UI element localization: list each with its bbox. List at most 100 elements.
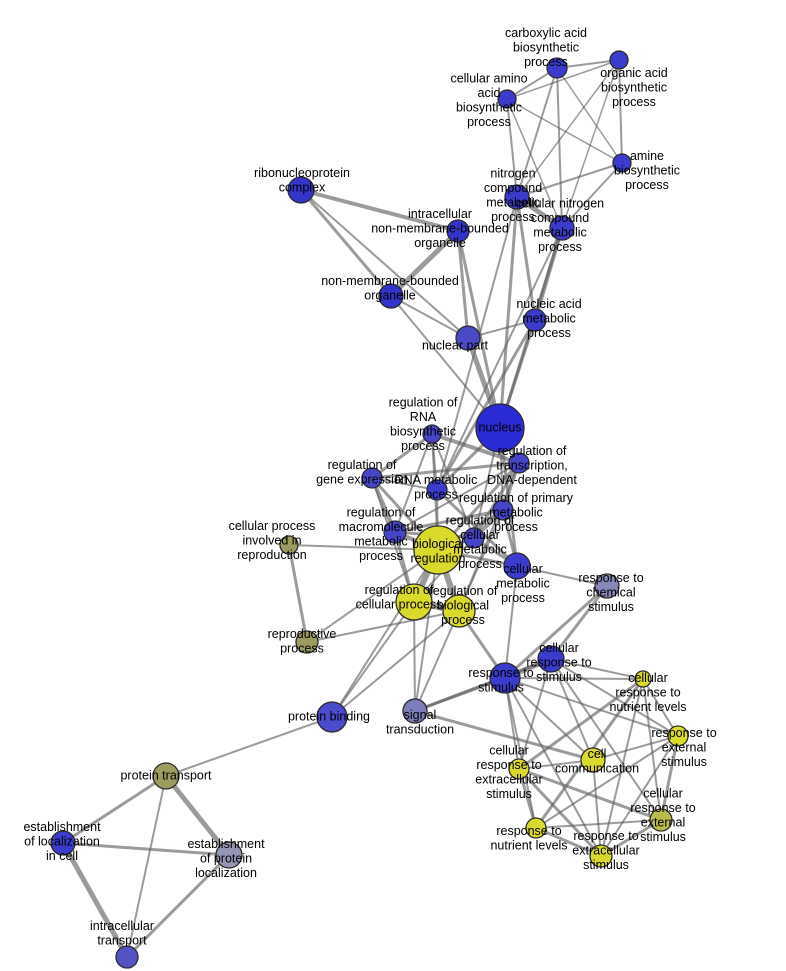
- edge-regulation-of-transcription-dna-dependent--regulation-of-gene-expression: [370, 461, 521, 480]
- node-regulation-of-macromolecule-metabolic-process[interactable]: [383, 520, 407, 544]
- edge-establishment-of-protein-localization--intracellular-transport: [125, 853, 231, 959]
- edge-protein-transport--intracellular-transport: [126, 775, 167, 958]
- node-response-to-external-stimulus[interactable]: [667, 725, 689, 747]
- edge-regulation-of-transcription-dna-dependent--regulation-of-macromolecule-metabolic-process: [394, 462, 520, 533]
- edge-protein-binding--biological-regulation: [331, 549, 439, 718]
- edge-carboxylic-acid-biosynthetic-process--amine-biosynthetic-process: [556, 67, 623, 164]
- node-establishment-of-protein-localization[interactable]: [215, 841, 243, 869]
- edge-regulation-of-rna-biosynthetic-process--regulation-of-gene-expression: [370, 432, 434, 480]
- node-biological-regulation[interactable]: [413, 525, 463, 575]
- edge-protein-transport--establishment-of-localization-in-cell: [61, 774, 168, 845]
- node-protein-transport[interactable]: [152, 762, 180, 790]
- edge-establishment-of-localization-in-cell--establishment-of-protein-localization: [61, 841, 231, 857]
- node-intracellular-transport[interactable]: [115, 945, 139, 969]
- edge-nitrogen-compound-metabolic-process--nucleus: [498, 195, 519, 430]
- edge-regulation-of-rna-biosynthetic-process--regulation-of-macromolecule-metabolic-process: [394, 433, 433, 533]
- node-regulation-of-transcription-dna-dependent[interactable]: [508, 452, 530, 474]
- node-cellular-nitrogen-compound-metabolic-process[interactable]: [549, 215, 575, 241]
- node-response-to-chemical-stimulus[interactable]: [594, 573, 620, 599]
- node-label-protein-binding: protein binding: [288, 709, 370, 723]
- node-cellular-response-to-extracellular-stimulus[interactable]: [508, 758, 530, 780]
- node-label-nucleus: nucleus: [478, 420, 521, 434]
- edge-cellular-amino-acid-biosynthetic-process--amine-biosynthetic-process: [506, 98, 623, 164]
- node-nuclear-part[interactable]: [455, 325, 481, 351]
- node-cellular-response-to-external-stimulus[interactable]: [649, 808, 673, 832]
- edge-response-to-stimulus--response-to-nutrient-levels: [504, 677, 537, 829]
- edge-regulation-of-rna-biosynthetic-process--regulation-of-transcription-dna-dependent: [430, 432, 521, 465]
- node-nucleus[interactable]: [475, 403, 525, 453]
- edge-cellular-response-to-extracellular-stimulus--cellular-response-to-external-stimulus: [517, 767, 663, 822]
- edge-cellular-response-to-stimulus--cell-communication: [550, 658, 594, 761]
- node-cellular-process-involved-in-reproduction[interactable]: [279, 535, 299, 555]
- node-regulation-of-primary-metabolic-process[interactable]: [492, 499, 514, 521]
- node-regulation-of-cellular-process[interactable]: [395, 583, 433, 621]
- edge-organic-acid-biosynthetic-process--cellular-nitrogen-compound-metabolic-process: [561, 59, 620, 229]
- edge-cellular-process-involved-in-reproduction--reproductive-process: [287, 543, 309, 644]
- edge-amine-biosynthetic-process--cellular-nitrogen-compound-metabolic-process: [561, 162, 623, 229]
- edge-signal-transduction--cell-communication: [413, 709, 595, 762]
- node-protein-binding[interactable]: [316, 701, 348, 733]
- node-cellular-amino-acid-biosynthetic-process[interactable]: [497, 89, 517, 109]
- node-nucleic-acid-metabolic-process[interactable]: [523, 308, 547, 332]
- edge-cellular-response-to-stimulus--response-to-external-stimulus: [550, 658, 679, 737]
- node-response-to-stimulus[interactable]: [489, 662, 521, 694]
- edge-regulation-of-transcription-dna-dependent--regulation-of-cellular-metabolic-process: [472, 461, 521, 540]
- edge-ribonucleoprotein-complex--intracellular-non-membrane-bounded-organelle: [299, 188, 460, 233]
- node-establishment-of-localization-in-cell[interactable]: [50, 830, 76, 856]
- node-regulation-of-gene-expression[interactable]: [361, 467, 383, 489]
- node-cellular-response-to-stimulus[interactable]: [537, 645, 565, 673]
- edge-protein-binding--protein-transport: [165, 716, 333, 777]
- node-regulation-of-biological-process[interactable]: [442, 594, 476, 628]
- node-signal-transduction[interactable]: [402, 698, 428, 724]
- node-nitrogen-compound-metabolic-process[interactable]: [504, 184, 530, 210]
- node-label-protein-transport: protein transport: [120, 768, 212, 782]
- edge-response-to-external-stimulus--cellular-response-to-external-stimulus: [659, 734, 680, 822]
- edge-cellular-response-to-stimulus--cellular-response-to-nutrient-levels: [550, 658, 644, 680]
- node-ribonucleoprotein-complex[interactable]: [287, 176, 315, 204]
- node-non-membrane-bounded-organelle[interactable]: [378, 283, 404, 309]
- node-amine-biosynthetic-process[interactable]: [612, 153, 632, 173]
- edge-cellular-response-to-stimulus--cellular-response-to-external-stimulus: [550, 658, 662, 821]
- edge-response-to-nutrient-levels--response-to-extracellular-stimulus: [534, 826, 603, 858]
- edge-cellular-metabolic-process--response-to-stimulus: [504, 565, 518, 679]
- node-rna-metabolic-process[interactable]: [426, 479, 448, 501]
- edge-regulation-of-gene-expression--rna-metabolic-process: [371, 477, 438, 491]
- node-carboxylic-acid-biosynthetic-process[interactable]: [546, 57, 568, 79]
- node-intracellular-non-membrane-bounded-organelle[interactable]: [446, 219, 470, 243]
- node-regulation-of-rna-biosynthetic-process[interactable]: [422, 424, 442, 444]
- edge-regulation-of-biological-process--reproductive-process: [306, 610, 460, 643]
- node-response-to-extracellular-stimulus[interactable]: [589, 844, 613, 868]
- edge-regulation-of-primary-metabolic-process--regulation-of-biological-process: [458, 509, 504, 612]
- node-cellular-response-to-nutrient-levels[interactable]: [634, 670, 652, 688]
- node-regulation-of-cellular-metabolic-process[interactable]: [463, 527, 485, 549]
- edge-response-to-stimulus--response-to-extracellular-stimulus: [504, 677, 602, 857]
- edge-cellular-response-to-stimulus--cellular-response-to-extracellular-stimulus: [518, 658, 552, 770]
- node-organic-acid-biosynthetic-process[interactable]: [609, 50, 629, 70]
- node-reproductive-process[interactable]: [295, 630, 319, 654]
- node-response-to-nutrient-levels[interactable]: [525, 817, 547, 839]
- node-cell-communication[interactable]: [580, 747, 606, 773]
- edge-cellular-amino-acid-biosynthetic-process--cellular-nitrogen-compound-metabolic-process: [506, 98, 563, 229]
- edge-ribonucleoprotein-complex--nuclear-part: [300, 189, 469, 339]
- node-cellular-metabolic-process[interactable]: [503, 552, 531, 580]
- edge-response-to-external-stimulus--response-to-extracellular-stimulus: [600, 735, 679, 857]
